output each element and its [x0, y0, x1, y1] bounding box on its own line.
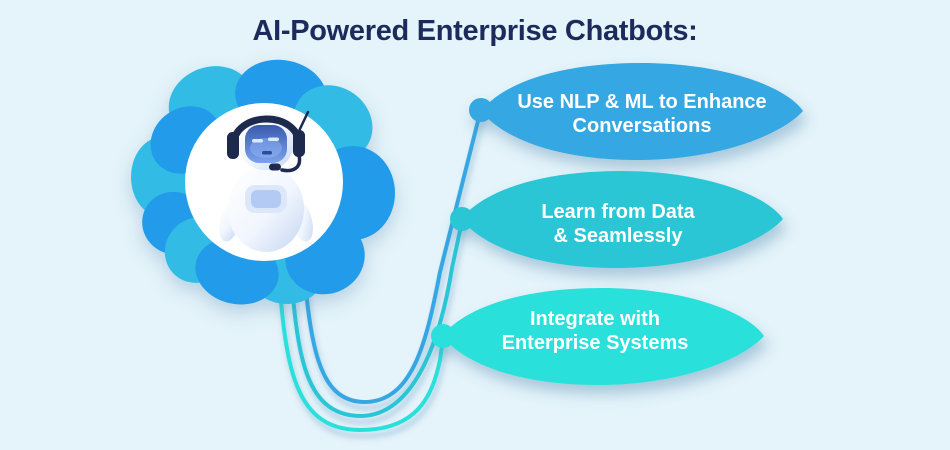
- robot-chest-screen: [251, 190, 281, 208]
- leaf-3-shape: [442, 288, 764, 385]
- leaf-2-label-line-2: & Seamlessly: [553, 225, 683, 247]
- leaf-1-label-line-1: Use NLP & ML to Enhance: [517, 91, 767, 113]
- leaf-2-label-line-1: Learn from Data: [541, 201, 695, 223]
- leaf-3-label: Integrate with Enterprise Systems: [450, 307, 740, 355]
- robot-mic-boom: [280, 153, 302, 173]
- leaf-1-shape: [481, 63, 803, 160]
- leaf-1-dot: [469, 98, 493, 122]
- leaf-2-label: Learn from Data & Seamlessly: [473, 200, 763, 248]
- robot-right-earcup: [293, 130, 305, 157]
- robot-left-eye: [252, 139, 263, 143]
- robot-left-earcup: [227, 132, 239, 159]
- leaf-3-label-line-1: Integrate with: [529, 308, 660, 330]
- connector-lines: [274, 111, 482, 433]
- robot-mic-tip: [269, 163, 281, 171]
- robot-headset-strap: [297, 110, 310, 133]
- chatbot-robot-icon: [219, 110, 313, 252]
- leaf-2-shape: [461, 171, 783, 268]
- leaf-3-label-line-2: Enterprise Systems: [501, 332, 689, 354]
- leaf-1-label-line-2: Conversations: [572, 115, 712, 137]
- robot-face-glow: [250, 138, 282, 158]
- robot-right-eye: [268, 137, 279, 141]
- leaf-1-label: Use NLP & ML to Enhance Conversations: [497, 90, 787, 138]
- leaf-shapes: [431, 63, 803, 385]
- connector-line-3: [274, 230, 445, 433]
- connector-line-1: [298, 111, 482, 405]
- leaf-3-dot: [431, 324, 455, 348]
- robot-mouth: [262, 151, 272, 155]
- connector-line-2: [286, 219, 464, 419]
- page-title: AI-Powered Enterprise Chatbots:: [252, 15, 698, 47]
- leaf-2-dot: [450, 207, 474, 231]
